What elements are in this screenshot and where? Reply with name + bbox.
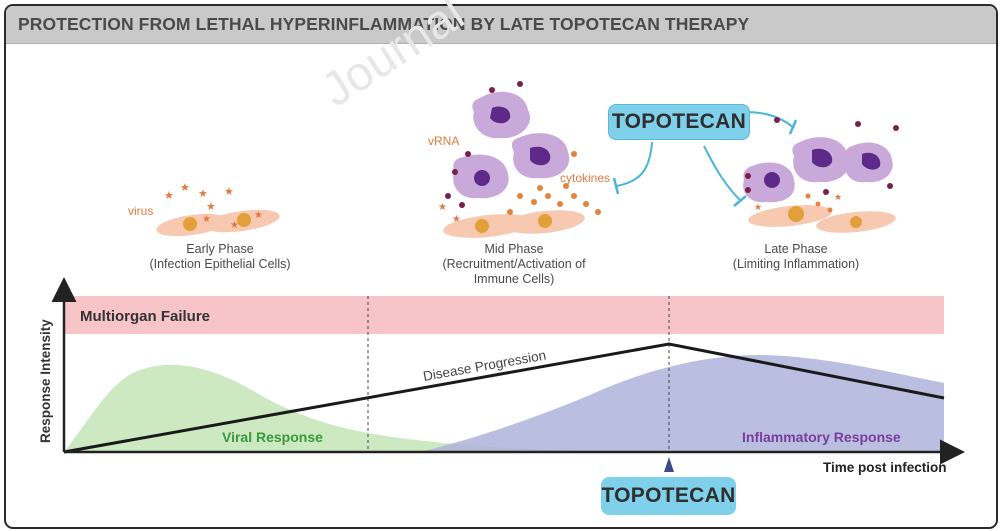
cytokines-label: cytokines — [560, 171, 611, 185]
early-phase-title: Early Phase — [186, 242, 254, 256]
mid-phase-subtitle-2: Immune Cells) — [473, 272, 555, 286]
late-phase-illustration: ★ ★ — [743, 117, 899, 233]
topotecan-bubble-top: TOPOTECAN — [608, 104, 750, 140]
svg-text:★: ★ — [834, 192, 842, 202]
arrow-to-late-phase — [703, 145, 741, 201]
mid-phase-subtitle: (Recruitment/Activation of — [442, 257, 586, 271]
svg-text:★: ★ — [754, 202, 762, 212]
svg-text:★: ★ — [230, 220, 239, 231]
early-phase-label: Early Phase (Infection Epithelial Cells) — [120, 242, 320, 272]
svg-text:★: ★ — [180, 182, 190, 194]
y-axis-label: Response Intensity — [38, 319, 53, 443]
disease-progression-line — [63, 342, 945, 454]
vrna-label: vRNA — [428, 134, 460, 148]
early-phase-illustration: ★ ★ ★ ★ ★ ★ ★ ★ — [156, 182, 280, 237]
mid-phase-illustration: ★ ★ — [438, 81, 601, 238]
topotecan-time-marker — [664, 457, 674, 472]
viral-response-area — [64, 364, 600, 452]
late-phase-label: Late Phase (Limiting Inflammation) — [696, 242, 896, 272]
inhibition-to-immune-cell — [744, 111, 795, 129]
topotecan-bubble-bottom: TOPOTECAN — [601, 477, 736, 515]
inflammatory-response-area — [420, 355, 944, 452]
mid-phase-title: Mid Phase — [484, 242, 544, 256]
svg-text:★: ★ — [198, 188, 208, 200]
figure-title: PROTECTION FROM LETHAL HYPERINFLAMMATION… — [18, 14, 750, 34]
inhibition-to-mid-phase — [615, 141, 653, 187]
disease-progression-label: Disease Progression — [422, 348, 547, 384]
svg-text:★: ★ — [438, 202, 447, 213]
svg-text:★: ★ — [224, 186, 234, 198]
x-axis-label: Time post infection — [823, 460, 947, 475]
multiorgan-failure-band — [64, 296, 944, 334]
header-bar: PROTECTION FROM LETHAL HYPERINFLAMMATION… — [6, 6, 996, 44]
viral-response-label: Viral Response — [222, 429, 323, 445]
late-phase-subtitle: (Limiting Inflammation) — [732, 257, 860, 271]
late-phase-title: Late Phase — [764, 242, 828, 256]
svg-text:★: ★ — [202, 214, 211, 225]
virus-label: virus — [128, 204, 154, 218]
mid-phase-label: Mid Phase (Recruitment/Activation of Imm… — [414, 242, 614, 287]
early-phase-subtitle: (Infection Epithelial Cells) — [149, 257, 291, 271]
svg-text:★: ★ — [206, 201, 216, 213]
svg-text:★: ★ — [452, 214, 461, 225]
svg-text:★: ★ — [164, 190, 174, 202]
svg-text:★: ★ — [254, 210, 263, 221]
multiorgan-failure-label: Multiorgan Failure — [80, 308, 210, 325]
inflammatory-response-label: Inflammatory Response — [742, 429, 901, 445]
